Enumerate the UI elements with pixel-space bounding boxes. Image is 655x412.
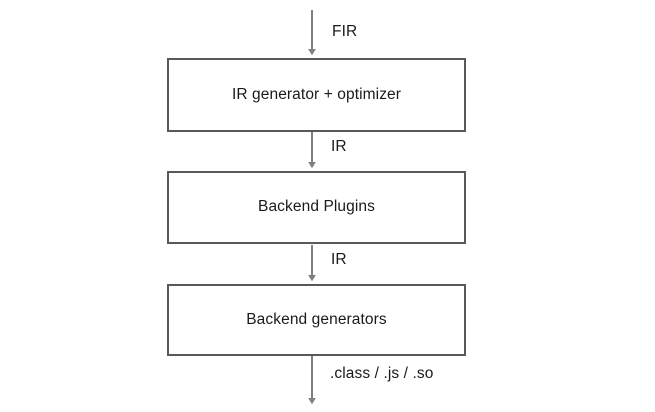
node-backend-plugins[interactable]: Backend Plugins <box>167 171 466 244</box>
edge-label-fir: FIR <box>332 23 358 40</box>
node-backend-generators[interactable]: Backend generators <box>167 284 466 356</box>
edge-label-ir-1: IR <box>331 138 347 155</box>
node-label: IR generator + optimizer <box>231 85 402 103</box>
node-label: Backend generators <box>246 310 387 328</box>
node-label: Backend Plugins <box>258 198 375 216</box>
edge-label-ir-2: IR <box>331 251 347 268</box>
edge-label-output-artifacts: .class / .js / .so <box>330 365 434 382</box>
node-ir-generator-optimizer[interactable]: IR generator + optimizer <box>167 58 466 132</box>
